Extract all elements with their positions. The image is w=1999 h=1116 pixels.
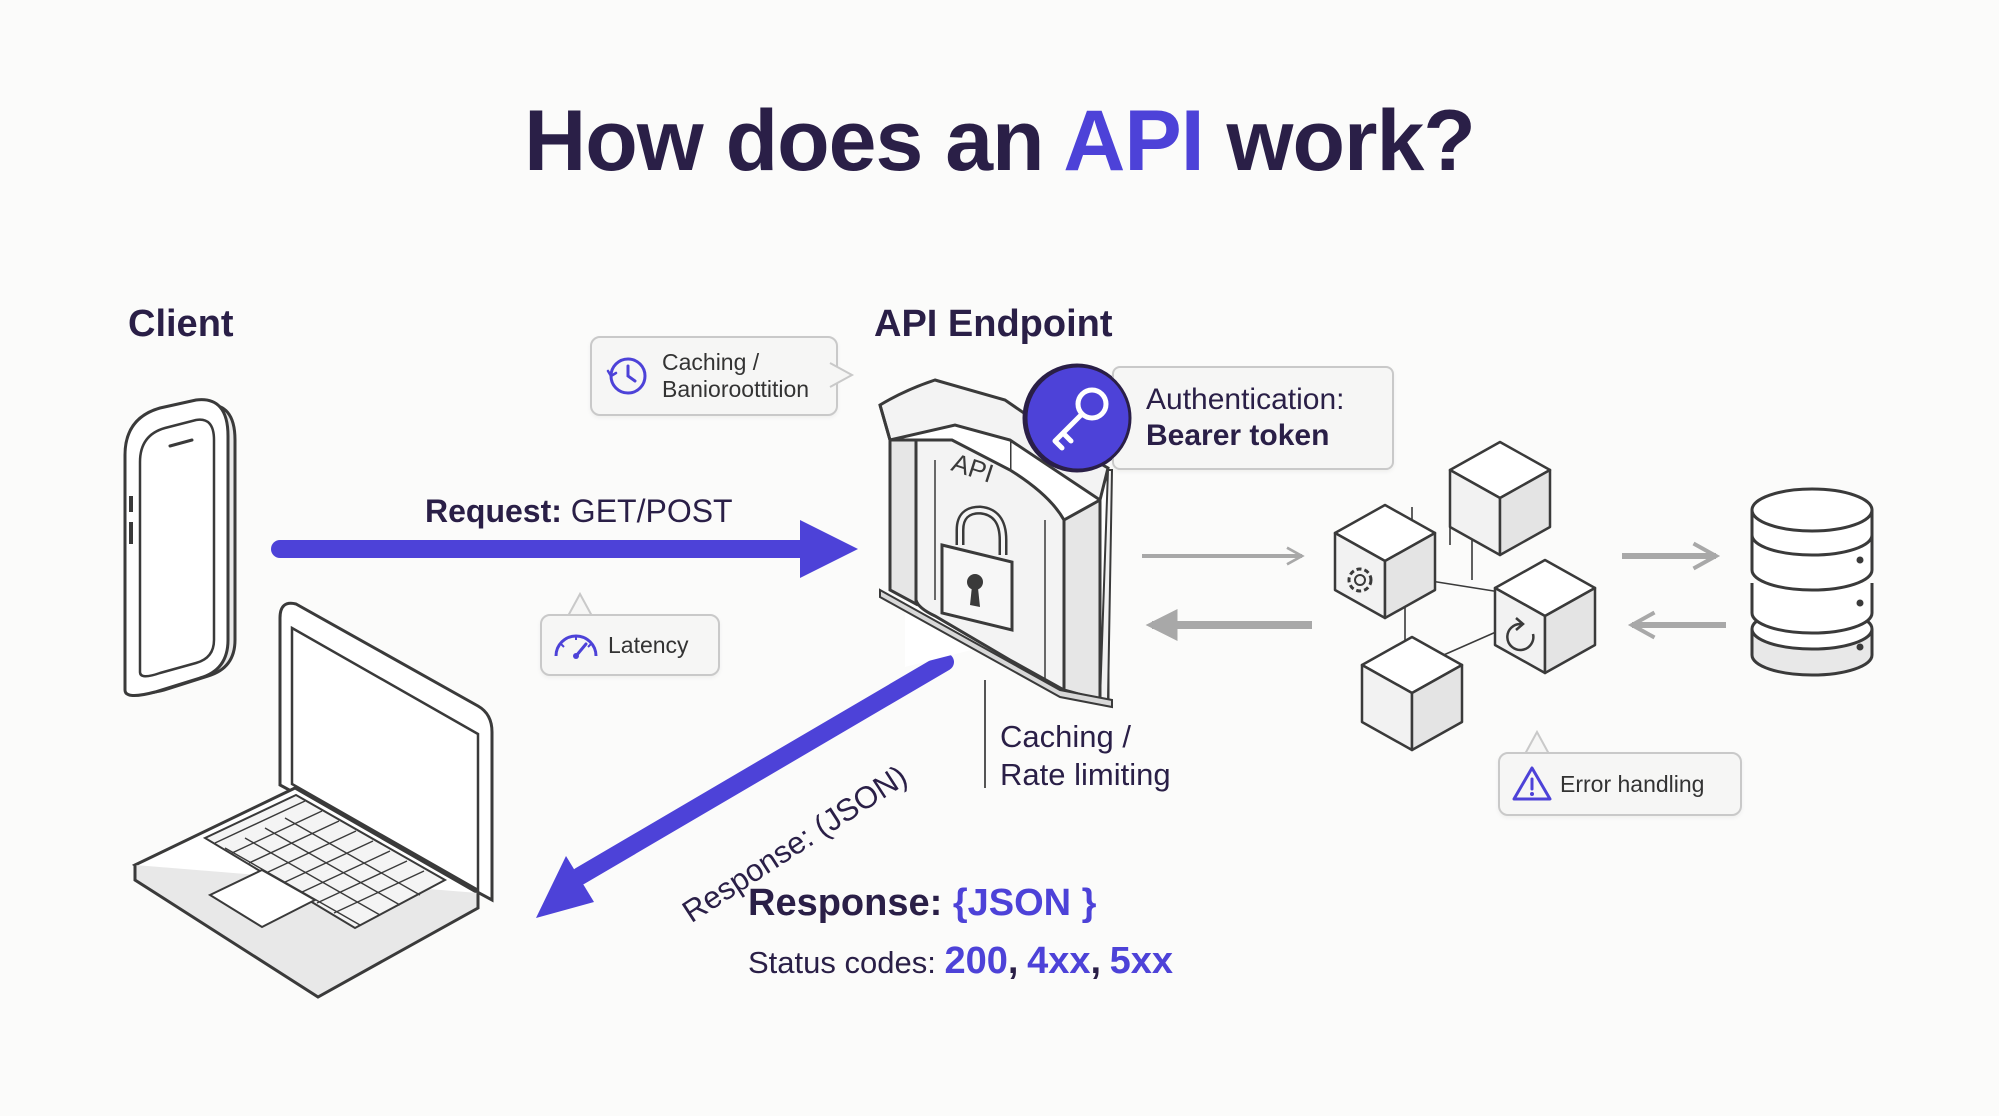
response-format: Response: {JSON } xyxy=(748,882,1096,925)
auth-line1: Authentication: xyxy=(1146,383,1345,416)
database-icon xyxy=(1750,487,1874,677)
auth-line2: Bearer token xyxy=(1146,419,1330,452)
caching-callout-pointer xyxy=(828,362,855,388)
caching-callout-line1: Caching / xyxy=(662,349,760,375)
padlock-icon xyxy=(940,505,1014,632)
services-to-database-arrows xyxy=(1622,541,1726,640)
latency-callout-pointer xyxy=(567,591,593,617)
error-handling-label: Error handling xyxy=(1560,770,1705,797)
client-label: Client xyxy=(128,303,234,345)
response-arrow xyxy=(536,653,954,918)
error-callout-pointer xyxy=(1524,729,1550,755)
service-cube-refresh xyxy=(1493,558,1597,675)
auth-key-badge xyxy=(1024,364,1132,472)
response-format-label: Response: xyxy=(748,882,943,924)
caching-rate-limiting: Caching / Rate limiting xyxy=(1000,718,1171,794)
microservices-cluster xyxy=(1333,440,1597,752)
gauge-icon xyxy=(554,634,598,659)
status-code-5xx: 5xx xyxy=(1109,940,1174,982)
warning-icon xyxy=(1512,766,1552,801)
request-arrow xyxy=(271,520,858,578)
error-handling-callout: Error handling xyxy=(1498,752,1742,816)
caching-callout: Caching / Banioroottition xyxy=(590,336,838,416)
request-label-bold: Request: xyxy=(425,493,562,529)
page-title: How does an API work? xyxy=(0,92,1999,191)
title-highlight: API xyxy=(1063,93,1204,189)
auth-callout: Authentication: Bearer token xyxy=(1112,366,1394,470)
status-code-200: 200 xyxy=(944,940,1008,982)
gateway-to-services-arrows xyxy=(1142,546,1312,641)
title-prefix: How does an xyxy=(524,93,1064,189)
caching-rate-line2: Rate limiting xyxy=(1000,757,1171,792)
status-codes-label: Status codes: xyxy=(748,945,936,980)
caching-callout-line2: Banioroottition xyxy=(662,376,810,402)
latency-callout: Latency xyxy=(540,614,720,676)
request-label-value: GET/POST xyxy=(570,493,733,529)
gear-icon xyxy=(1347,567,1373,593)
service-cube-top xyxy=(1448,440,1552,557)
title-suffix: work? xyxy=(1203,93,1476,189)
status-codes: Status codes: 200, 4xx, 5xx xyxy=(748,940,1174,982)
service-cube-gear xyxy=(1333,503,1437,620)
latency-label: Latency xyxy=(608,631,689,658)
laptop-icon xyxy=(131,601,494,999)
response-format-json: {JSON } xyxy=(952,882,1097,924)
service-cube-bottom xyxy=(1360,635,1464,752)
caching-rate-line1: Caching / xyxy=(1000,719,1131,754)
phone-icon xyxy=(123,398,237,697)
status-code-4xx: 4xx xyxy=(1027,940,1091,982)
request-label: Request: GET/POST xyxy=(425,493,733,530)
clock-icon xyxy=(606,357,647,395)
api-endpoint-label: API Endpoint xyxy=(874,303,1113,345)
refresh-icon xyxy=(1506,617,1535,652)
